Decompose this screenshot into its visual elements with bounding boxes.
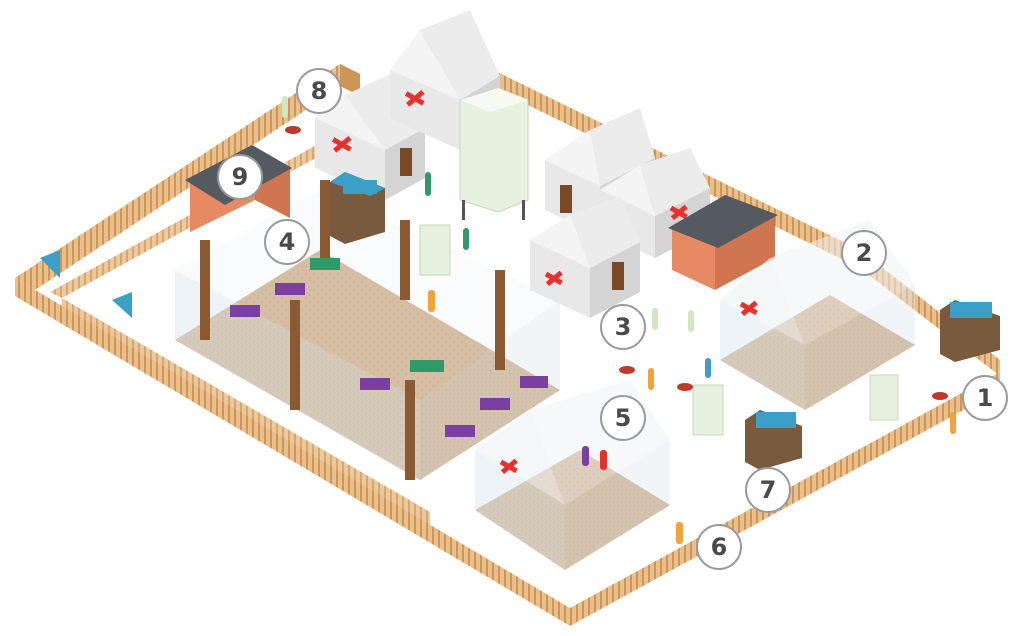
marker-3[interactable]: 3 <box>600 304 646 350</box>
marker-7-label: 7 <box>760 478 777 502</box>
marker-3-label: 3 <box>615 315 632 339</box>
marker-5[interactable]: 5 <box>600 395 646 441</box>
marker-8[interactable]: 8 <box>296 68 342 114</box>
latrine-icon <box>745 410 802 470</box>
marker-5-label: 5 <box>615 406 632 430</box>
marker-9-label: 9 <box>232 165 249 189</box>
marker-7[interactable]: 7 <box>745 467 791 513</box>
water-tank-icon <box>460 88 528 220</box>
marker-8-label: 8 <box>311 79 328 103</box>
latrine-icon <box>940 300 1000 362</box>
marker-2[interactable]: 2 <box>841 230 887 276</box>
marker-9[interactable]: 9 <box>217 154 263 200</box>
marker-1-label: 1 <box>977 386 994 410</box>
marker-1[interactable]: 1 <box>962 375 1008 421</box>
marker-6[interactable]: 6 <box>696 524 742 570</box>
marker-6-label: 6 <box>711 535 728 559</box>
marker-4[interactable]: 4 <box>264 219 310 265</box>
marker-2-label: 2 <box>856 241 873 265</box>
marker-4-label: 4 <box>279 230 296 254</box>
latrine-icon <box>330 172 385 244</box>
